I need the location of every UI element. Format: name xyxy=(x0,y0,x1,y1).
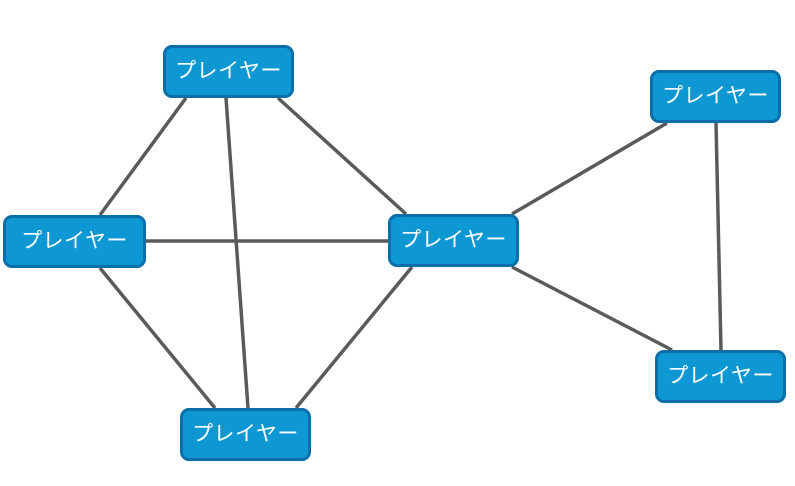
graph-node-label: プレイヤー xyxy=(400,227,507,252)
graph-node-player-center[interactable]: プレイヤー xyxy=(388,214,519,267)
graph-node-label: プレイヤー xyxy=(192,421,299,446)
graph-node-label: プレイヤー xyxy=(667,363,774,388)
graph-node-label: プレイヤー xyxy=(662,83,769,108)
graph-node-label: プレイヤー xyxy=(21,228,128,253)
graph-node-label: プレイヤー xyxy=(175,58,282,83)
graph-node-player-bottom[interactable]: プレイヤー xyxy=(180,408,311,461)
graph-node-player-top-right[interactable]: プレイヤー xyxy=(650,70,781,123)
graph-node-player-left[interactable]: プレイヤー xyxy=(3,215,146,268)
graph-node-player-top[interactable]: プレイヤー xyxy=(163,45,294,98)
graph-node-player-bottom-right[interactable]: プレイヤー xyxy=(655,350,786,403)
